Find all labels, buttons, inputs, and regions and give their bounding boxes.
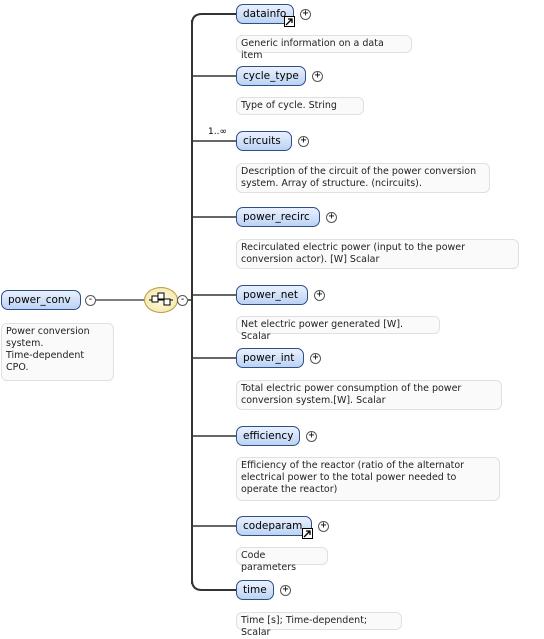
- root-element-node[interactable]: power_conv: [1, 290, 81, 310]
- element-description: Time [s]; Time-dependent; Scalar: [236, 612, 402, 638]
- element-description: Net electric power generated [W]. Scalar: [236, 316, 440, 342]
- element-node-efficiency[interactable]: efficiency: [236, 426, 300, 446]
- expand-icon[interactable]: +: [314, 290, 325, 301]
- element-node-codeparam[interactable]: codeparam: [236, 516, 312, 536]
- reference-arrow-icon: [302, 528, 313, 539]
- expand-icon[interactable]: +: [300, 9, 311, 20]
- expand-icon[interactable]: +: [280, 585, 291, 596]
- element-description: Generic information on a data item: [236, 35, 412, 61]
- element-description: Description of the circuit of the power …: [236, 163, 490, 193]
- element-description: Type of cycle. String: [236, 97, 364, 115]
- element-description: Efficiency of the reactor (ratio of the …: [236, 457, 500, 501]
- expand-icon[interactable]: +: [298, 136, 309, 147]
- element-node-cycle-type[interactable]: cycle_type: [236, 66, 306, 86]
- expand-icon[interactable]: +: [318, 521, 329, 532]
- element-node-power-recirc[interactable]: power_recirc: [236, 207, 320, 227]
- element-description: Code parameters: [236, 547, 328, 573]
- collapse-icon[interactable]: -: [177, 295, 188, 306]
- root-description: Power conversion system. Time-dependent …: [1, 323, 114, 381]
- element-node-time[interactable]: time: [236, 580, 274, 600]
- expand-icon[interactable]: +: [326, 212, 337, 223]
- expand-icon[interactable]: +: [310, 353, 321, 364]
- expand-icon[interactable]: +: [306, 431, 317, 442]
- element-node-circuits[interactable]: circuits: [236, 131, 292, 151]
- reference-arrow-icon: [284, 16, 295, 27]
- collapse-icon[interactable]: -: [85, 295, 96, 306]
- sequence-compositor-icon[interactable]: [144, 287, 178, 313]
- connector-line: [191, 13, 236, 25]
- element-node-power-int[interactable]: power_int: [236, 348, 304, 368]
- element-node-datainfo[interactable]: datainfo: [236, 4, 294, 24]
- element-description: Total electric power consumption of the …: [236, 380, 502, 410]
- element-node-power-net[interactable]: power_net: [236, 285, 308, 305]
- cardinality-label: 1..∞: [208, 127, 227, 137]
- expand-icon[interactable]: +: [312, 71, 323, 82]
- connector-line: [191, 579, 236, 591]
- element-description: Recirculated electric power (input to th…: [236, 239, 519, 269]
